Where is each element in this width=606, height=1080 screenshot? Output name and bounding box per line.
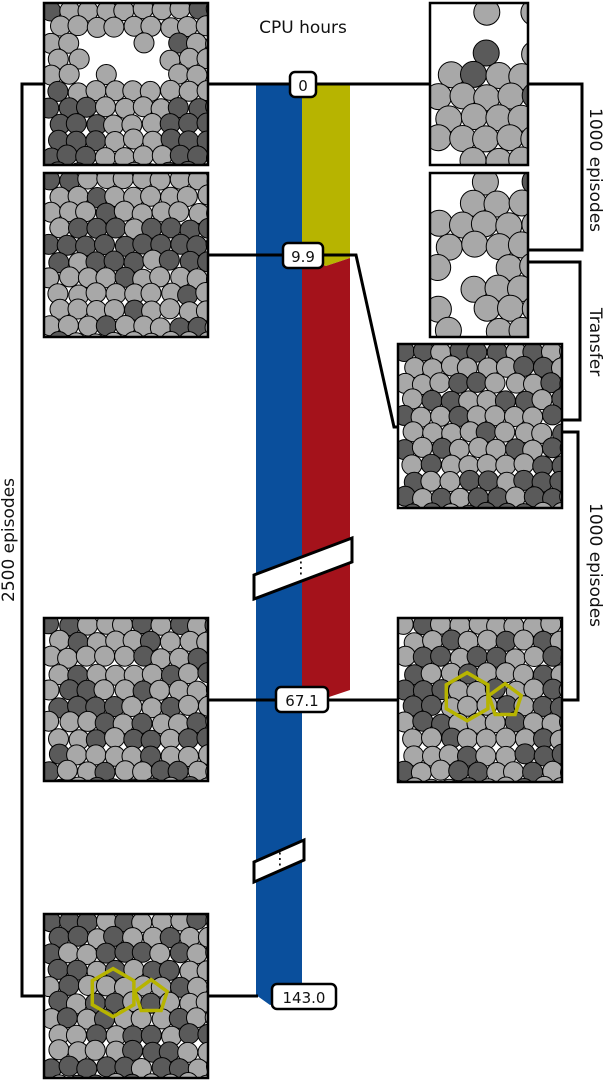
connector-lines (208, 82, 430, 998)
panel-left-4 (42, 912, 210, 1080)
pentagon-hexagon-motif (444, 670, 524, 723)
marker-0: 0 (288, 70, 318, 99)
right-bracket-bottom-label: 1000 episodes (585, 503, 605, 627)
panel-left-1 (42, 1, 210, 167)
left-bracket-label: 2500 episodes (0, 478, 19, 602)
blue-bar (256, 83, 302, 1005)
marker-9-9-text: 9.9 (291, 248, 315, 266)
red-bar (302, 258, 350, 698)
panel-right-2 (428, 171, 530, 339)
panel-left-3 (42, 616, 210, 783)
progress-bars: ⋮ ⋮ (252, 83, 354, 1005)
panel-right-3 (396, 342, 564, 510)
break-ellipsis-lower: ⋮ (272, 849, 288, 868)
panel-left-2 (42, 171, 210, 339)
right-bracket-bottom (562, 430, 580, 702)
right-bracket-mid (528, 260, 582, 422)
marker-143-0: 143.0 (270, 982, 338, 1011)
particle-discs (44, 618, 208, 781)
marker-67-1: 67.1 (274, 685, 330, 714)
break-mark-lower (252, 837, 306, 885)
particle-discs (44, 914, 208, 1078)
particle-discs (398, 344, 562, 508)
break-ellipsis-upper: ⋮ (293, 558, 309, 577)
particle-discs (398, 618, 562, 782)
marker-0-text: 0 (298, 77, 308, 95)
break-mark-upper (252, 535, 354, 602)
pentagon-hexagon-motif (90, 966, 170, 1019)
panel-right-4 (396, 616, 564, 784)
particle-discs (430, 173, 528, 337)
right-bracket-mid-label: Transfer (585, 307, 605, 376)
panel-right-1 (428, 1, 530, 167)
cpu-hours-title: CPU hours (259, 18, 347, 38)
particle-discs (44, 3, 208, 165)
marker-9-9: 9.9 (281, 241, 325, 270)
particle-discs (430, 3, 528, 165)
olive-bar (302, 83, 350, 266)
left-bracket (20, 82, 45, 998)
particle-discs (44, 173, 208, 337)
marker-67-1-text: 67.1 (285, 692, 318, 710)
right-bracket-top-label: 1000 episodes (585, 108, 605, 232)
marker-143-0-text: 143.0 (283, 989, 326, 1007)
right-bracket-top (528, 82, 584, 252)
